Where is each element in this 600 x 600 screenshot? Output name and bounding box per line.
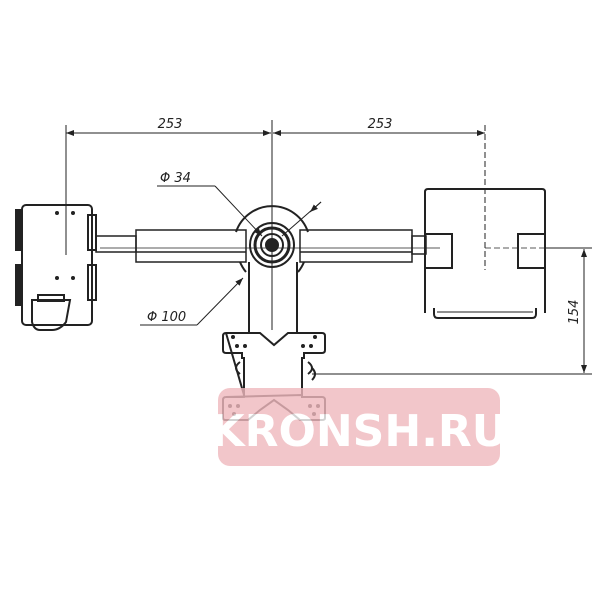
- watermark-logo: KRONSH.RU: [210, 388, 508, 466]
- vesa-plate-upper: [222, 331, 326, 396]
- inner-diameter-label: Φ 34: [160, 171, 191, 186]
- outer-diameter-label: Φ 100: [147, 310, 186, 325]
- height-dimension: [311, 247, 592, 381]
- left-width-label: 253: [158, 117, 183, 132]
- watermark-text: KRONSH.RU: [210, 406, 507, 457]
- diameter-34-leader: [157, 185, 322, 237]
- hub: [235, 205, 309, 273]
- width-dimension: [65, 120, 486, 330]
- height-label: 154: [567, 300, 582, 325]
- right-width-label: 253: [368, 117, 393, 132]
- right-monitor: [424, 188, 546, 319]
- left-monitor: [15, 204, 97, 331]
- diameter-100-leader: [140, 277, 244, 326]
- pole: [248, 262, 298, 333]
